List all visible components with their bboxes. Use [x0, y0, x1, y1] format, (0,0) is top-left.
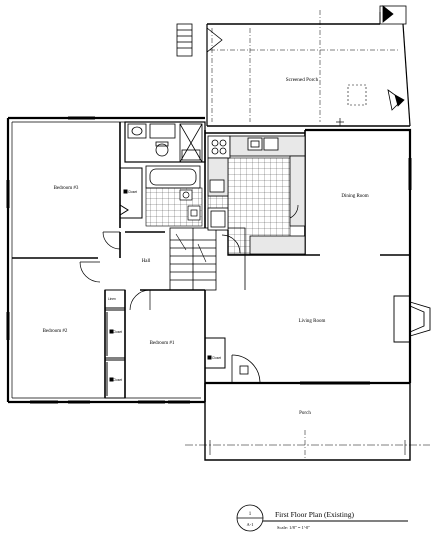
porch-steps-left: [176, 23, 223, 57]
exterior-walls-inner: [11, 121, 201, 399]
door-bed3: [102, 231, 121, 250]
fireplace: [393, 295, 431, 343]
title-text: First Floor Plan (Existing): [275, 510, 354, 519]
room-label-bedroom-3: Bedroom #3: [54, 186, 79, 191]
room-label-bedroom-2: Bedroom #2: [43, 329, 68, 334]
closet-label-bed2: Closet: [113, 330, 122, 334]
room-label-bedroom-1: Bedroom #1: [150, 341, 175, 346]
room-label-porch: Porch: [299, 411, 311, 416]
room-label-hall: Hall: [142, 259, 151, 264]
front-porch: [185, 383, 430, 461]
kitchen-counters: [207, 135, 306, 255]
front-door: [231, 354, 261, 384]
closet-bed3: [119, 167, 143, 219]
kitchen-back-door: [289, 118, 344, 219]
closet-label-living: Closet: [212, 356, 221, 360]
bathtub: [145, 165, 201, 189]
title-scale: Scale: 1/8" = 1'-0": [277, 525, 310, 530]
title-sheet-number: A-1: [247, 522, 254, 527]
screened-porch-structure: [206, 10, 411, 127]
kitchen-walls: [205, 132, 305, 256]
bath-fixtures-lower: [179, 189, 201, 221]
room-label-dining-room: Dining Room: [341, 194, 368, 199]
title-block: [236, 504, 408, 532]
closet-label-bed3: Closet: [128, 190, 137, 194]
room-label-living-room: Living Room: [299, 319, 326, 324]
room-label-screened-porch: Screened Porch: [286, 77, 319, 83]
windows: [6, 116, 412, 404]
closet-living: [204, 337, 226, 369]
door-bed1: [129, 289, 151, 311]
door-bed2: [79, 261, 101, 283]
bathroom: [124, 121, 206, 163]
title-drawing-number: 1: [249, 512, 252, 517]
porch-steps-right: [379, 5, 407, 111]
room-label-linen: Linen: [108, 297, 116, 301]
closet-label-bed2b: Closet: [113, 378, 122, 382]
linen-closets: [104, 289, 126, 399]
